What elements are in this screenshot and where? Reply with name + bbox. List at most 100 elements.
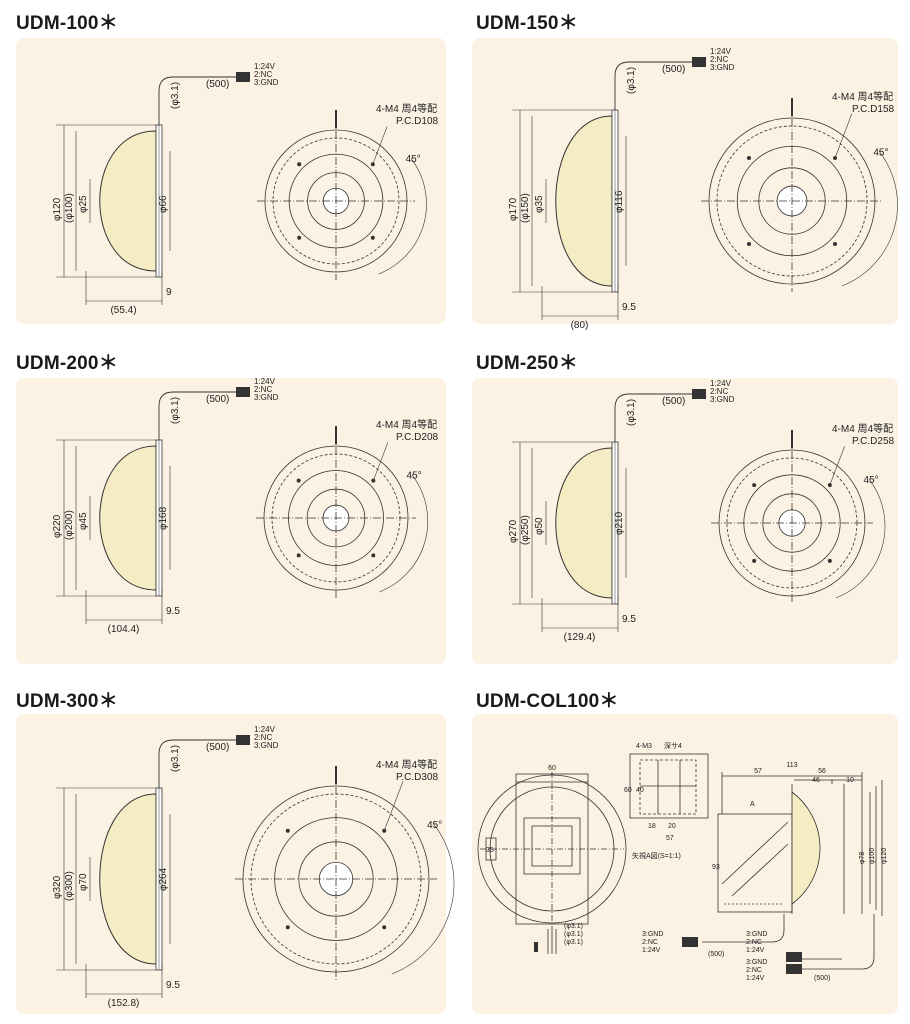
hole-dia-3: φ50 (534, 517, 545, 535)
col-seg1: 57 (754, 768, 762, 775)
col-pin-b2: 2:NC (746, 939, 762, 946)
col-square-view (629, 753, 709, 819)
angle-label-2: 45° (407, 470, 422, 481)
col-cable-2: (φ3.1) (564, 931, 583, 938)
col-cable-3: (φ3.1) (564, 939, 583, 946)
title-udm-100: UDM-100＊ (16, 13, 118, 34)
angle-label-1: 45° (873, 147, 888, 158)
angle-label-0: 45° (406, 154, 421, 165)
inner-dia-3: (φ250) (520, 515, 531, 545)
pcd-label-3: P.C.D258 (852, 436, 895, 447)
inner-dia-2: (φ200) (64, 510, 75, 540)
cable-label-3: (φ3.1) (626, 399, 637, 426)
col-square-width: 57 (666, 835, 674, 842)
base-dia-0: φ66 (158, 195, 169, 213)
col-square-b2: 20 (668, 823, 676, 830)
pin2-2: 2:NC (254, 385, 272, 394)
depth-label-1: (80) (571, 320, 589, 331)
col-side-height: 93 (712, 864, 720, 871)
mount-label-3: 4-M4 周4等配 (832, 422, 893, 435)
inner-dia-0: (φ100) (64, 193, 75, 223)
col-pin-a2: 2:NC (642, 939, 658, 946)
mount-label-2: 4-M4 周4等配 (376, 418, 437, 431)
col-square-b1: 18 (648, 823, 656, 830)
pin3-3: 3:GND (710, 395, 735, 404)
cable-label-1: (φ3.1) (626, 67, 637, 94)
col-pin-b3: 1:24V (746, 947, 765, 954)
base-dia-1: φ116 (614, 190, 625, 213)
pin1-4: 1:24V (254, 725, 276, 734)
outer-dia-1: φ170 (508, 197, 519, 221)
flange-label-4: 9.5 (166, 980, 180, 991)
flange-label-3: 9.5 (622, 614, 636, 625)
title-udm-200: UDM-200＊ (16, 353, 118, 374)
hole-dia-0: φ25 (78, 195, 89, 213)
col-seg2: 56 (818, 768, 826, 775)
title-udm-150: UDM-150＊ (476, 13, 578, 34)
depth-label-0: (55.4) (110, 305, 136, 316)
angle-label-3: 45° (864, 475, 879, 486)
hole-dia-1: φ35 (534, 195, 545, 213)
cable-length-1: (500) (662, 64, 685, 75)
col100-drawing: 4-M3 深サ4 60 60 40 18 20 57 矢視A図(S=1:1) A… (477, 741, 888, 982)
pcd-label-0: P.C.D108 (396, 116, 439, 127)
pin1-3: 1:24V (710, 379, 732, 388)
cable-length-2: (500) (206, 394, 229, 405)
dome-side-2 (99, 445, 157, 591)
base-dia-3: φ210 (614, 511, 625, 535)
col-seg4: 10 (846, 777, 854, 784)
depth-label-2: (104.4) (108, 624, 140, 635)
col-depth-label: 深サ4 (664, 741, 682, 750)
col-mount-label: 4-M3 (636, 743, 652, 750)
pin1-0: 1:24V (254, 62, 276, 71)
title-udm-col100: UDM-COL100＊ (476, 691, 619, 712)
outer-dia-0: φ120 (52, 197, 63, 221)
hole-dia-2: φ45 (78, 512, 89, 530)
angle-label-4: 45° (427, 820, 442, 831)
hole-dia-4: φ70 (78, 873, 89, 891)
col-dia-3: φ120 (881, 848, 888, 864)
depth-label-3: (129.4) (564, 632, 596, 643)
col-square-inner: 40 (636, 787, 644, 794)
dome-side-3 (555, 447, 613, 599)
col-dia-1: φ78 (859, 852, 866, 864)
dome-side-1 (555, 115, 613, 287)
col-side-mark: 35 (486, 847, 494, 854)
col-side-dome (791, 791, 821, 905)
col-pin-a3: 1:24V (642, 947, 661, 954)
inner-dia-1: (φ150) (520, 193, 531, 223)
outer-dia-4: φ320 (52, 875, 63, 899)
pin2-3: 2:NC (710, 387, 728, 396)
col-pin-c3: 1:24V (746, 975, 765, 982)
title-udm-250: UDM-250＊ (476, 353, 578, 374)
pin2-4: 2:NC (254, 733, 272, 742)
mount-label-1: 4-M4 周4等配 (832, 90, 893, 103)
cable-length-0: (500) (206, 79, 229, 90)
col-dia-2: φ100 (869, 848, 876, 864)
col-length-1: (500) (708, 951, 724, 958)
col-pin-a1: 3:GND (642, 931, 663, 938)
col-view-label: 矢視A図(S=1:1) (632, 851, 681, 860)
col-arrow-label: A (750, 801, 755, 808)
col-seg3: 46 (812, 777, 820, 784)
pcd-label-1: P.C.D158 (852, 104, 895, 115)
cable-length-3: (500) (662, 396, 685, 407)
pin3-0: 3:GND (254, 78, 279, 87)
col-pin-c1: 3:GND (746, 959, 767, 966)
pcd-label-2: P.C.D208 (396, 432, 439, 443)
flange-label-0: 9 (166, 287, 172, 298)
pin1-1: 1:24V (710, 47, 732, 56)
dome-side-4 (99, 793, 157, 965)
flange-label-2: 9.5 (166, 606, 180, 617)
col-length-2: (500) (814, 975, 830, 982)
